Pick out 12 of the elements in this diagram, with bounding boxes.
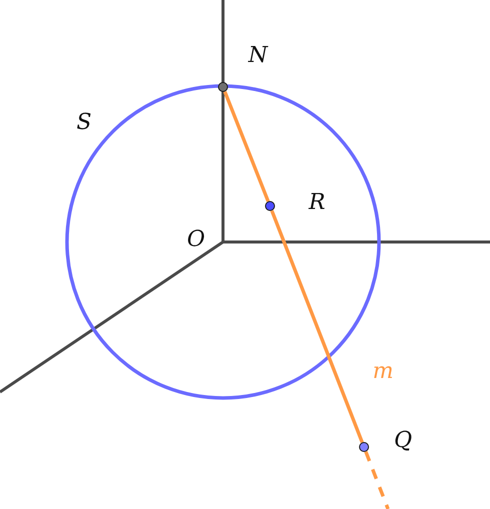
line-segment	[270, 210, 364, 443]
point-label: Q	[394, 430, 412, 452]
point-label: O	[186, 229, 206, 251]
line-segment	[223, 91, 270, 202]
edge-label: m	[372, 361, 394, 383]
point-marker	[359, 442, 369, 452]
point-label: R	[308, 192, 326, 214]
point-label: S	[76, 112, 92, 134]
dashed-line	[364, 451, 390, 509]
point-marker	[265, 201, 275, 211]
point-marker	[218, 82, 228, 92]
point-label: N	[248, 45, 268, 67]
